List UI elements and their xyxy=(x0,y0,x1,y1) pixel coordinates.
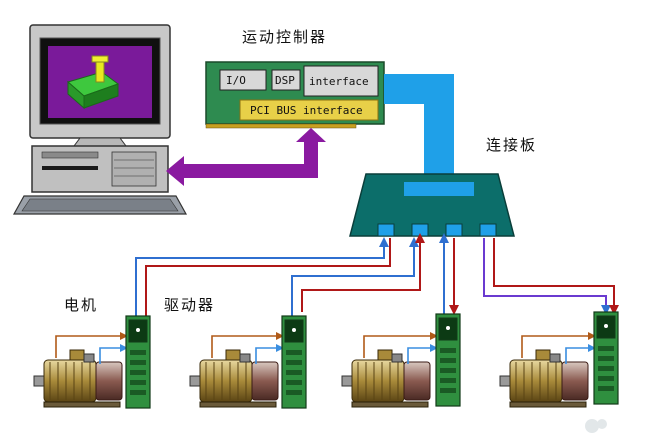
motor-label: 电机 xyxy=(64,296,98,314)
terminal-1 xyxy=(377,223,395,237)
connector-board-label: 连接板 xyxy=(486,136,537,154)
card-interface-chip: interface xyxy=(309,75,369,88)
driver-icon xyxy=(281,315,307,409)
computer xyxy=(12,24,188,215)
motor-icon xyxy=(189,349,279,408)
pci-bus-link xyxy=(166,128,326,186)
motion-controller-label: 运动控制器 xyxy=(242,28,327,46)
motor-icon xyxy=(33,349,123,408)
watermark-logo xyxy=(585,419,607,433)
encoder-feedback-line xyxy=(407,344,438,364)
servo-unit-1 xyxy=(33,315,151,409)
terminal-2 xyxy=(411,223,429,237)
driver-icon xyxy=(593,311,619,405)
encoder-feedback-line xyxy=(255,344,284,364)
power-feed-line xyxy=(521,332,596,358)
command-wires xyxy=(135,233,619,316)
driver-icon xyxy=(125,315,151,409)
power-feed-line xyxy=(55,332,128,358)
encoder-feedback-line xyxy=(99,344,128,364)
motor-icon xyxy=(341,349,431,408)
terminal-4 xyxy=(479,223,497,237)
cad-model-icon xyxy=(66,55,120,110)
driver-label: 驱动器 xyxy=(164,296,215,314)
servo-units xyxy=(33,311,619,409)
servo-unit-4 xyxy=(499,311,619,408)
encoder-feedback-line xyxy=(565,344,596,364)
card-pci-bus-chip: PCI BUS interface xyxy=(250,104,363,117)
servo-unit-2 xyxy=(189,315,307,409)
motion-controller-card: I/O DSP interface PCI BUS interface xyxy=(205,61,385,129)
driver-icon xyxy=(435,313,461,407)
servo-unit-3 xyxy=(341,313,461,408)
motor-icon xyxy=(499,349,589,408)
connector-board xyxy=(349,173,515,237)
card-dsp-chip: DSP xyxy=(275,74,295,87)
card-io-chip: I/O xyxy=(226,74,246,87)
terminal-3 xyxy=(445,223,463,237)
power-feed-line xyxy=(363,332,438,358)
power-feed-line xyxy=(211,332,284,358)
